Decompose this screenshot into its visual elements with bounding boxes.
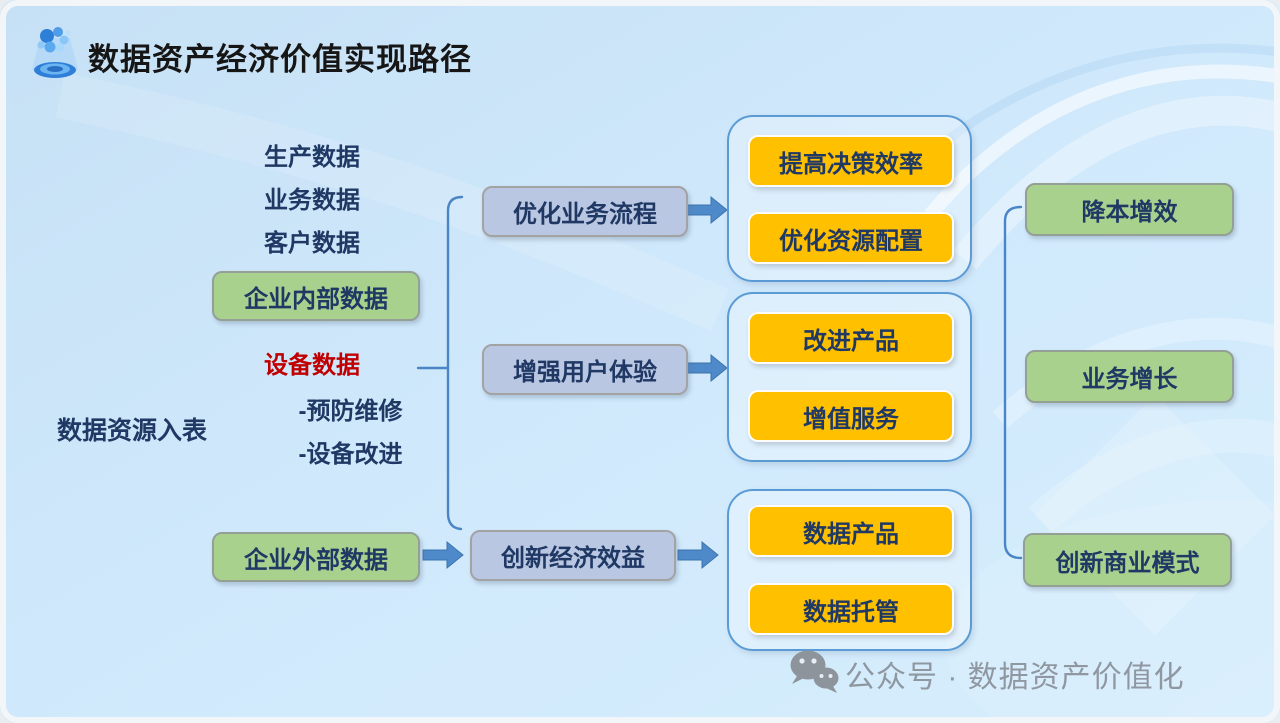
source-item-production-data: 生产数据 [264,144,360,171]
data-resource-ledger-label: 数据资源入表 [57,417,208,445]
benefit-value-added-services-box: 增值服务 [748,390,954,442]
right-bracket-line [1003,205,1023,560]
benefit-data-hosting-box: 数据托管 [748,583,954,635]
benefit-label: 数据托管 [803,598,899,626]
watermark-text: 公众号 · 数据资产价值化 [845,661,1185,694]
outcome-label: 业务增长 [1081,366,1178,393]
benefit-label: 优化资源配置 [779,227,923,255]
device-data-label: 设备数据 [264,352,360,379]
benefit-data-products-box: 数据产品 [748,505,954,557]
value-path-enhance-experience-box: 增强用户体验 [482,344,688,395]
arrow-path2-to-benefits [686,353,728,383]
value-path-innovate-benefits-box: 创新经济效益 [470,530,676,581]
benefit-decision-efficiency-box: 提高决策效率 [748,135,954,187]
outcome-cost-reduction-box: 降本增效 [1025,183,1234,236]
benefit-label: 提高决策效率 [779,150,923,178]
arrow-path3-to-benefits [677,540,719,570]
benefit-label: 数据产品 [803,520,899,548]
wechat-icon [790,650,839,693]
benefit-label: 改进产品 [803,327,899,355]
outcome-business-growth-box: 业务增长 [1025,350,1234,403]
left-bracket-line [416,195,464,531]
outcome-label: 降本增效 [1081,199,1178,226]
internal-data-group-box: 企业内部数据 [212,271,420,321]
arrow-external-to-path3 [422,540,464,570]
benefit-label: 增值服务 [803,405,899,433]
source-item-business-data: 业务数据 [264,187,360,214]
page-title: 数据资产经济价值实现路径 [88,42,472,77]
device-subitem-equipment-improvement: -设备改进 [298,441,403,468]
source-item-customer-data: 客户数据 [264,230,360,257]
value-path-label: 优化业务流程 [513,201,657,228]
external-data-group-box: 企业外部数据 [212,532,420,582]
data-pool-icon [32,27,78,78]
value-path-optimize-processes-box: 优化业务流程 [482,186,688,237]
value-path-label: 增强用户体验 [513,359,657,386]
outcome-label: 创新商业模式 [1055,549,1200,577]
arrow-path1-to-benefits [686,195,728,225]
outcome-new-business-model-box: 创新商业模式 [1023,533,1232,587]
internal-data-group-label: 企业内部数据 [244,285,388,313]
benefit-improve-products-box: 改进产品 [748,312,954,364]
external-data-group-label: 企业外部数据 [244,546,388,574]
benefit-resource-allocation-box: 优化资源配置 [748,212,954,264]
value-path-label: 创新经济效益 [501,545,645,572]
device-subitem-preventive-maintenance: -预防维修 [298,398,403,425]
